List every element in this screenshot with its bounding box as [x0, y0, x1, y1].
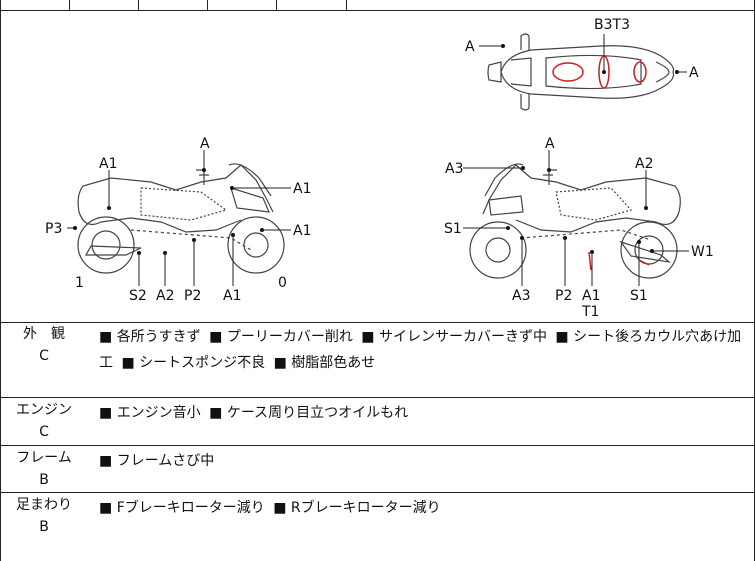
scooter-diagram-svg: A A B3T3 A A1 P3 A1 A1 1 0 S2 A2 P2 A1 A…: [45, 17, 714, 320]
header-cell: [69, 0, 139, 10]
label-left-front-wheel-no: 0: [278, 275, 287, 291]
section-frame: フレーム B フレームさび中: [1, 446, 754, 493]
label-right-rear-suspension: S1: [630, 288, 648, 304]
note-item: フレームさび中: [99, 453, 214, 469]
label-right-step-sub: T1: [581, 304, 599, 320]
label-right-front-lower: A3: [512, 288, 530, 304]
label-right-rear-wheel: W1: [691, 244, 714, 260]
section-suspension: 足まわり B Fブレーキローター減り Rブレーキローター減り: [1, 493, 754, 561]
section-engine: エンジン C エンジン音小 ケース周り目立つオイルもれ: [1, 398, 754, 446]
scooter-top-view: [487, 33, 675, 111]
label-left-step-rear: A2: [156, 288, 174, 304]
note-item: Fブレーキローター減り: [99, 500, 265, 516]
note-item: Rブレーキローター減り: [273, 500, 440, 516]
grade-label: C: [39, 424, 49, 440]
label-right-side-cover: P2: [555, 288, 572, 304]
grade-label: C: [39, 348, 49, 364]
note-item: ケース周り目立つオイルもれ: [209, 405, 408, 421]
category-label: エンジン: [16, 402, 72, 418]
grade-label: B: [39, 472, 49, 488]
header-cell: [207, 0, 277, 10]
label-top-front: A: [465, 39, 475, 55]
category-label: フレーム: [16, 450, 72, 466]
section-exterior: 外 観 C 各所うすきず プーリーカバー削れ サイレンサーカバーきず中 シート後…: [1, 322, 754, 398]
category-label: 外 観: [23, 326, 65, 342]
scooter-right-view: [469, 163, 681, 279]
damage-diagram: A A B3T3 A A1 P3 A1 A1 1 0 S2 A2 P2 A1 A…: [1, 10, 754, 323]
label-right-rear-cowl: A2: [635, 156, 653, 172]
label-left-tail: P3: [45, 221, 62, 237]
section-category: フレーム B: [1, 446, 87, 491]
label-right-windscreen: A3: [445, 161, 463, 177]
section-category: エンジン C: [1, 398, 87, 443]
section-notes: Fブレーキローター減り Rブレーキローター減り: [99, 495, 744, 521]
note-item: シートスポンジ不良: [121, 355, 265, 371]
label-left-front-cowl: A1: [293, 181, 311, 197]
label-top-seat: B3T3: [594, 17, 630, 33]
header-cell: [138, 0, 208, 10]
note-item: サイレンサーカバーきず中: [361, 329, 547, 345]
note-item: 樹脂部色あせ: [274, 355, 376, 371]
label-right-front-fork: S1: [444, 221, 462, 237]
header-cell: [1, 0, 70, 10]
label-left-front-lower: A1: [223, 288, 241, 304]
label-left-muffler: S2: [129, 288, 147, 304]
scooter-left-view: [77, 163, 285, 274]
grade-label: B: [39, 519, 49, 535]
label-right-step: A1: [582, 288, 600, 304]
section-notes: フレームさび中: [99, 448, 744, 474]
label-left-side-cover: P2: [184, 288, 201, 304]
leader-lines: [67, 34, 689, 286]
section-category: 足まわり B: [1, 493, 87, 538]
label-left-rear-wheel-no: 1: [75, 275, 84, 291]
note-item: 各所うすきず: [99, 329, 201, 345]
label-top-rear: A: [689, 65, 699, 81]
header-cell: [276, 0, 347, 10]
note-item: プーリーカバー削れ: [209, 329, 353, 345]
note-item: エンジン音小: [99, 405, 201, 421]
section-notes: エンジン音小 ケース周り目立つオイルもれ: [99, 400, 744, 426]
section-notes: 各所うすきず プーリーカバー削れ サイレンサーカバーきず中 シート後ろカウル穴あ…: [99, 324, 744, 376]
label-left-mirror: A: [200, 136, 210, 152]
table-header-strip: [1, 0, 754, 11]
section-category: 外 観 C: [1, 322, 87, 367]
label-right-mirror: A: [545, 136, 555, 152]
label-left-rear-cowl: A1: [99, 156, 117, 172]
category-label: 足まわり: [16, 497, 72, 513]
label-left-front-fender: A1: [293, 223, 311, 239]
